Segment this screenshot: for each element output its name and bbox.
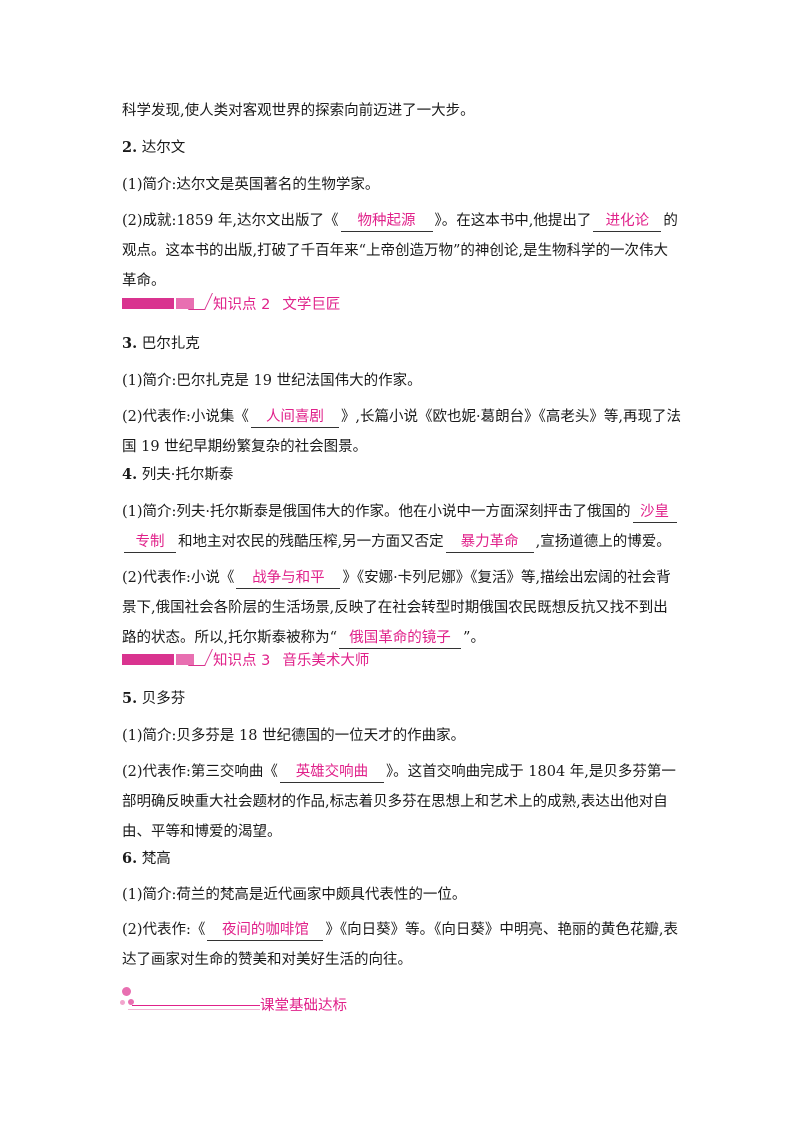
section-5-intro: (1)简介:贝多芬是 18 世纪德国的一位天才的作曲家。 bbox=[122, 728, 466, 744]
knowledge-point-label: 知识点 3 bbox=[213, 652, 271, 669]
knowledge-point-title: 知识点 2 文学巨匠 bbox=[213, 293, 340, 314]
section-4-intro: (1)简介:列夫·托尔斯泰是俄国伟大的作家。他在小说中一方面深刻抨击了俄国的沙皇… bbox=[122, 497, 682, 557]
text-run: (2)成就:1859 年,达尔文出版了《 bbox=[122, 213, 339, 229]
banner-bar-icon bbox=[122, 653, 174, 665]
section-number: 4. bbox=[122, 466, 138, 483]
banner-bar-icon bbox=[122, 297, 174, 309]
text-run: 》。在这本书中,他提出了 bbox=[434, 213, 592, 229]
banner-slash-icon bbox=[188, 648, 213, 666]
section-3-intro: (1)简介:巴尔扎克是 19 世纪法国伟大的作家。 bbox=[122, 373, 422, 389]
knowledge-point-2-banner: 知识点 2 文学巨匠 bbox=[122, 292, 340, 314]
answer-blank: 俄国革命的镜子 bbox=[339, 628, 462, 649]
section-title: 达尔文 bbox=[137, 140, 186, 156]
section-number: 6. bbox=[122, 850, 138, 867]
section-5-heading: 5. 贝多芬 bbox=[122, 684, 682, 714]
answer-blank: 物种起源 bbox=[340, 211, 433, 232]
section-2-heading: 2. 达尔文 bbox=[122, 133, 682, 163]
text-run: 》《安娜·卡列尼娜》《复活》等,描绘出宏阔的社会背景下,俄国社会各阶层的生活场景… bbox=[122, 570, 671, 646]
banner-bar-icon bbox=[176, 297, 194, 309]
knowledge-point-title: 知识点 3 音乐美术大师 bbox=[213, 649, 369, 670]
section-number: 2. bbox=[122, 139, 138, 156]
answer-blank: 战争与和平 bbox=[236, 568, 341, 589]
section-title: 巴尔扎克 bbox=[137, 336, 200, 352]
section-title: 列夫·托尔斯泰 bbox=[137, 467, 234, 483]
section-3-works: (2)代表作:小说集《人间喜剧》,长篇小说《欧也妮·葛朗台》《高老头》等,再现了… bbox=[122, 402, 682, 462]
section-6-intro: (1)简介:荷兰的梵高是近代画家中颇具代表性的一位。 bbox=[122, 887, 467, 903]
text-run: (2)代表作:小说《 bbox=[122, 570, 235, 586]
knowledge-point-name: 文学巨匠 bbox=[282, 296, 341, 313]
text-run: 》,长篇小说《欧也妮·葛朗台》《高老头》等,再现了法国 19 世纪早期纷繁复杂的… bbox=[122, 409, 682, 455]
section-5-works: (2)代表作:第三交响曲《英雄交响曲》。这首交响曲完成于 1804 年,是贝多芬… bbox=[122, 757, 682, 847]
section-6-heading: 6. 梵高 bbox=[122, 844, 682, 874]
section-2-achievement: (2)成就:1859 年,达尔文出版了《物种起源》。在这本书中,他提出了进化论的… bbox=[122, 206, 682, 296]
answer-blank: 暴力革命 bbox=[445, 532, 534, 553]
text-run: ”。 bbox=[463, 630, 485, 646]
section-number: 3. bbox=[122, 335, 138, 352]
section-number: 5. bbox=[122, 690, 138, 707]
answer-blank: 沙皇 bbox=[632, 502, 677, 523]
section-3-heading: 3. 巴尔扎克 bbox=[122, 329, 682, 359]
class-practice-banner: 课堂基础达标 bbox=[120, 985, 360, 1025]
knowledge-point-name: 音乐美术大师 bbox=[282, 652, 370, 669]
text-run: 》。这首交响曲完成于 1804 年,是贝多芬第一部明确反映重大社会题材的作品,标… bbox=[122, 764, 676, 840]
banner-bar-icon bbox=[176, 653, 194, 665]
banner-slash-icon bbox=[188, 292, 213, 310]
section-4-heading: 4. 列夫·托尔斯泰 bbox=[122, 460, 682, 490]
answer-blank: 进化论 bbox=[593, 211, 662, 232]
decoration-dot-icon bbox=[122, 987, 131, 996]
section-6-works: (2)代表作:《夜间的咖啡馆》《向日葵》等。《向日葵》中明亮、艳丽的黄色花瓣,表… bbox=[122, 915, 682, 975]
decoration-line bbox=[132, 1005, 260, 1006]
knowledge-point-3-banner: 知识点 3 音乐美术大师 bbox=[122, 648, 369, 670]
answer-blank: 专制 bbox=[124, 532, 176, 553]
text-run: 的观点。这本书的出版,打破了千百年来“上帝创造万物”的神创论,是生物科学的一次伟… bbox=[122, 213, 678, 289]
decoration-dot-icon bbox=[128, 999, 134, 1005]
text-run: (1)简介:列夫·托尔斯泰是俄国伟大的作家。他在小说中一方面深刻抨击了俄国的 bbox=[122, 504, 631, 520]
decoration-line bbox=[128, 1009, 260, 1010]
decoration-dot-icon bbox=[120, 1000, 125, 1005]
text-run: (2)代表作:小说集《 bbox=[122, 409, 249, 425]
text-run: 和地主对农民的残酷压榨,另一方面又否定 bbox=[178, 534, 444, 550]
text-run: (2)代表作:《 bbox=[122, 922, 206, 938]
text-run: (2)代表作:第三交响曲《 bbox=[122, 764, 278, 780]
section-4-works: (2)代表作:小说《战争与和平》《安娜·卡列尼娜》《复活》等,描绘出宏阔的社会背… bbox=[122, 563, 682, 653]
answer-blank: 英雄交响曲 bbox=[279, 762, 384, 783]
text-run: 》《向日葵》等。《向日葵》中明亮、艳丽的黄色花瓣,表达了画家对生命的赞美和对美好… bbox=[122, 922, 679, 968]
text-run: ,宣扬道德上的博爱。 bbox=[535, 534, 671, 550]
section-title: 贝多芬 bbox=[137, 691, 186, 707]
class-practice-title: 课堂基础达标 bbox=[260, 998, 347, 1014]
answer-blank: 人间喜剧 bbox=[250, 407, 339, 428]
answer-blank: 夜间的咖啡馆 bbox=[207, 920, 324, 941]
intro-paragraph: 科学发现,使人类对客观世界的探索向前迈进了一大步。 bbox=[122, 103, 475, 119]
section-2-intro: (1)简介:达尔文是英国著名的生物学家。 bbox=[122, 177, 380, 193]
section-title: 梵高 bbox=[137, 851, 171, 867]
knowledge-point-label: 知识点 2 bbox=[213, 296, 271, 313]
